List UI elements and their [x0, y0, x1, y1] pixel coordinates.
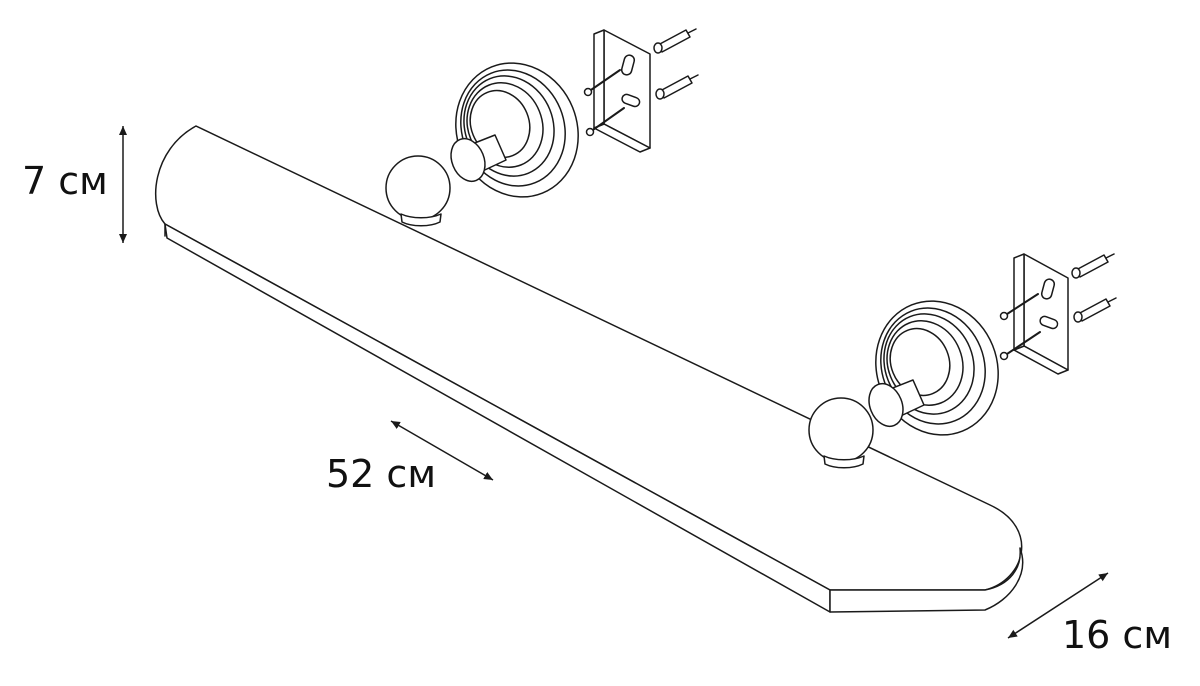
wall-plug	[1077, 298, 1111, 322]
length-dimension-arrow	[390, 420, 494, 481]
wall-screw	[589, 107, 625, 133]
left-ball-cup	[400, 213, 442, 227]
right-wall-plugs	[1071, 253, 1117, 323]
wall-plug	[657, 29, 691, 53]
wall-screw	[1003, 293, 1039, 317]
depth-dimension-arrow	[1007, 572, 1109, 639]
wall-plug	[1075, 254, 1109, 278]
wall-screw	[1003, 331, 1041, 357]
right-screws	[999, 293, 1041, 361]
depth-dimension-label: 16 см	[1062, 613, 1172, 657]
wall-screw	[587, 69, 621, 93]
top-screws	[583, 69, 625, 137]
left-wall-holder	[385, 62, 579, 227]
right-wall-holder	[808, 300, 999, 469]
top-wall-plugs	[653, 28, 699, 100]
glass-shelf	[154, 125, 1024, 613]
left-support-ball	[385, 155, 451, 221]
right-ball-cup	[823, 455, 865, 469]
height-dimension-label: 7 см	[22, 159, 108, 203]
right-support-ball	[808, 397, 874, 463]
top-mounting-bracket	[593, 29, 651, 153]
wall-plug	[659, 75, 693, 99]
length-dimension-label: 52 см	[326, 452, 436, 496]
shelf-end-edge	[829, 547, 1024, 613]
right-mounting-bracket	[1013, 253, 1069, 375]
